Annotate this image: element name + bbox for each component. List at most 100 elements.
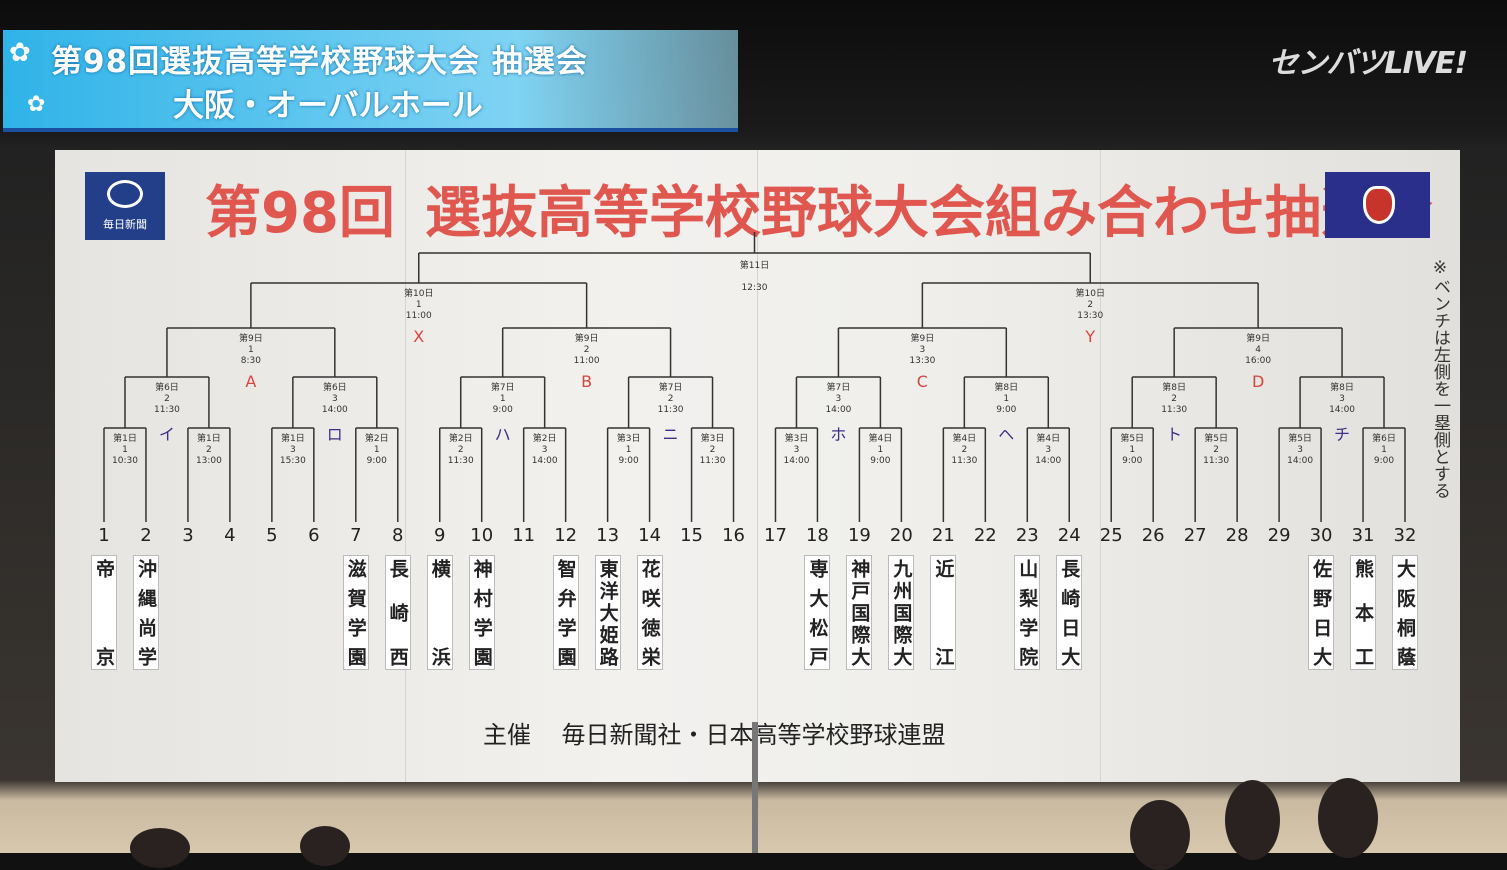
audience-head [1318, 778, 1378, 858]
match-label: イ [158, 425, 175, 444]
match-label: ホ [830, 425, 847, 444]
slot-number: 16 [722, 525, 745, 546]
match-schedule: 第9日 1 8:30 [239, 334, 263, 366]
mainichi-emblem-icon [107, 180, 143, 208]
slot-number: 17 [764, 525, 787, 546]
board-panel-seam [405, 150, 406, 782]
team-name-card: 東洋大姫路 [594, 555, 621, 670]
koyaren-logo [1325, 172, 1430, 238]
broadcast-banner: ✿ ✿ 第98回選抜高等学校野球大会 抽選会 大阪・オーバルホール [3, 30, 738, 132]
match-schedule: 第9日 4 16:00 [1245, 334, 1272, 366]
sakura-icon: ✿ [27, 92, 46, 117]
team-name-card: 沖縄尚学 [132, 555, 159, 670]
match-schedule: 第5日 2 11:30 [1203, 434, 1230, 466]
match-schedule: 第4日 3 14:00 [1035, 434, 1062, 466]
audience-head [1130, 800, 1190, 870]
match-schedule: 第7日 2 11:30 [657, 383, 684, 415]
team-name-card: 花咲徳栄 [636, 555, 663, 670]
banner-venue: 大阪・オーバルホール [173, 88, 483, 124]
board-title-main: 選抜高等学校野球大会組み合わせ抽選会 [424, 181, 1433, 246]
match-schedule: 第4日 2 11:30 [951, 434, 978, 466]
slot-number: 28 [1225, 525, 1249, 546]
match-label: X [413, 327, 425, 346]
match-schedule: 第2日 2 11:30 [447, 434, 474, 466]
audience-head [1225, 780, 1280, 860]
slot-number: 12 [554, 525, 578, 546]
slot-number: 9 [434, 525, 446, 546]
slot-number: 32 [1393, 525, 1417, 546]
team-name-card: 神戸国際大付 [846, 555, 873, 670]
match-schedule: 第2日 3 14:00 [531, 434, 558, 466]
sponsor-text: 主催 毎日新聞社・日本高等学校野球連盟 [483, 721, 946, 749]
microphone-stand [752, 722, 758, 853]
match-schedule: 第6日 1 9:00 [1372, 434, 1396, 466]
slot-number: 11 [512, 525, 536, 546]
match-label: ヘ [998, 425, 1015, 444]
slot-number: 29 [1267, 525, 1291, 546]
channel-logo: センバツLIVE! [1268, 46, 1468, 81]
match-schedule: 第8日 3 14:00 [1329, 383, 1356, 415]
match-schedule: 第7日 1 9:00 [490, 383, 515, 415]
match-label: Y [1085, 327, 1096, 346]
team-name-card: 佐野日大 [1308, 555, 1335, 670]
bench-note: ※ベンチは左側を一塁側とする [1430, 258, 1450, 499]
slot-number: 8 [392, 525, 404, 546]
bracket-board [55, 150, 1460, 782]
board-panel-seam [1100, 150, 1101, 782]
slot-number: 2 [140, 525, 152, 546]
slot-number: 10 [470, 525, 494, 546]
match-schedule: 第2日 1 9:00 [364, 434, 389, 466]
koyaren-emblem-icon [1363, 186, 1395, 224]
board-panel-seam [757, 150, 758, 782]
match-schedule: 第5日 1 9:00 [1120, 434, 1145, 466]
team-name-card: 滋賀学園 [342, 555, 369, 670]
slot-number: 19 [847, 525, 871, 546]
match-label: ニ [662, 425, 679, 444]
slot-number: 21 [931, 525, 955, 546]
board-title-number: 第98回 [205, 181, 395, 246]
slot-number: 30 [1309, 525, 1333, 546]
sakura-icon: ✿ [9, 38, 31, 68]
board-title: 第98回選抜高等学校野球大会組み合わせ抽選会 [205, 168, 1433, 249]
match-label: B [581, 372, 593, 391]
match-label: ロ [326, 425, 343, 444]
mainichi-logo-text: 毎日新聞 [103, 218, 147, 231]
slot-number: 3 [182, 525, 194, 546]
match-schedule: 第1日 3 15:30 [279, 434, 306, 466]
team-name-card: 横浜 [426, 555, 453, 670]
slot-number: 6 [308, 525, 320, 546]
match-label: ト [1166, 425, 1183, 444]
team-name-card: 長崎日大 [1056, 555, 1083, 670]
match-schedule: 第3日 2 11:30 [699, 434, 726, 466]
slot-number: 31 [1351, 525, 1375, 546]
slot-number: 15 [680, 525, 703, 546]
team-name-card: 大阪桐蔭 [1392, 555, 1418, 670]
team-name-card: 九州国際大付 [888, 555, 915, 670]
team-name-card: 熊本工 [1350, 555, 1377, 670]
team-name-card: 神村学園 [468, 555, 495, 670]
slot-number: 18 [805, 525, 829, 546]
team-name-card: 長崎西 [384, 555, 411, 670]
match-schedule: 第9日 2 11:00 [573, 334, 600, 366]
slot-number: 20 [889, 525, 913, 546]
team-name-card: 帝京 [91, 555, 117, 670]
slot-number: 25 [1099, 525, 1123, 546]
team-name-card: 近江 [930, 555, 957, 670]
slot-number: 5 [266, 525, 278, 546]
match-schedule: 第5日 3 14:00 [1287, 434, 1314, 466]
audience-head [300, 826, 350, 866]
match-schedule: 第3日 3 14:00 [783, 434, 810, 466]
slot-number: 13 [596, 525, 620, 546]
match-schedule: 第1日 1 10:30 [112, 434, 138, 466]
audience-head [130, 828, 190, 868]
match-label: C [916, 372, 928, 391]
match-schedule: 第10日 2 13:30 [1075, 289, 1105, 321]
team-name-card: 智弁学園 [552, 555, 579, 670]
team-name-card: 専大松戸 [804, 555, 831, 670]
slot-number: 22 [973, 525, 997, 546]
match-schedule: 第1日 2 13:00 [195, 434, 222, 466]
match-schedule: 第4日 1 9:00 [868, 434, 893, 466]
match-schedule: 第3日 1 9:00 [616, 434, 641, 466]
slot-number: 24 [1057, 525, 1081, 546]
